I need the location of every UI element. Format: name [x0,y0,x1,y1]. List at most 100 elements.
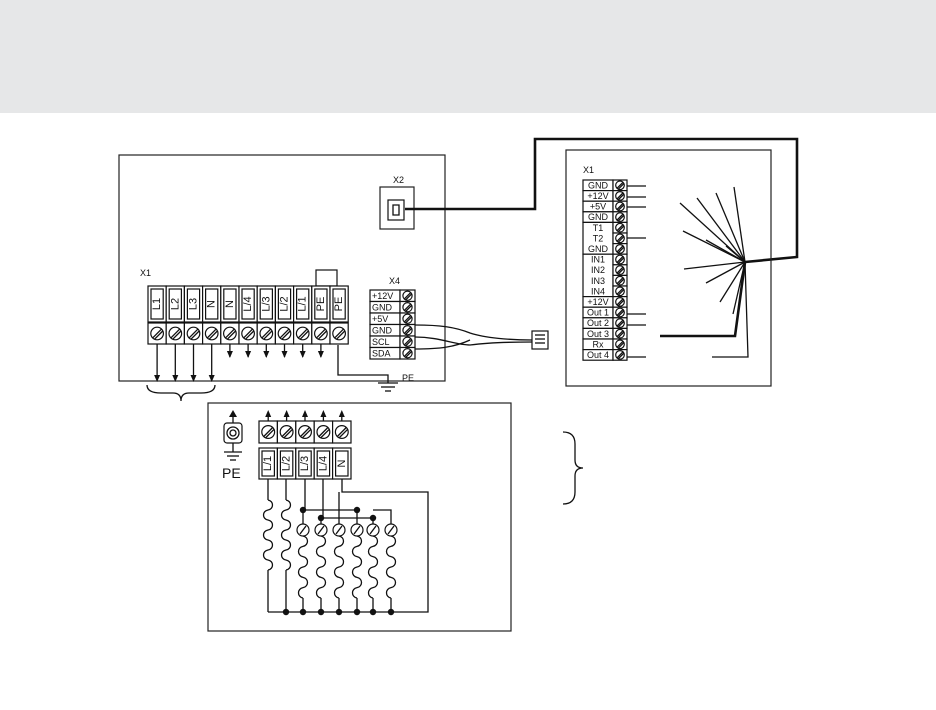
x2-label: X2 [393,175,404,185]
controller-x1-screw-terminal[interactable] [278,327,291,340]
junction-dot [300,507,306,513]
x4-terminal-label: GND [372,326,393,336]
controller-x1-terminal-label: L/1 [297,296,309,311]
heater-pe-label: PE [222,465,241,481]
heating-element-coil [369,536,378,598]
junction-dot [318,515,324,521]
module-terminal-label: IN4 [591,286,605,296]
module-screw-terminal[interactable] [616,266,625,275]
heating-element-coil [282,500,291,570]
junction-dot [354,507,360,513]
bus-cable-upper [415,325,532,340]
controller-x1-terminal-label: L/2 [279,296,291,311]
right-brace [563,432,583,504]
controller-x1-screw-terminal[interactable] [187,327,200,340]
module-screw-terminal[interactable] [616,287,625,296]
module-screw-terminal[interactable] [616,276,625,285]
module-terminal-label: T1 [593,223,604,233]
heater-screw-terminal[interactable] [317,426,330,439]
x4-screw-terminal[interactable] [403,314,412,323]
module-screw-terminal[interactable] [616,202,625,211]
x4-screw-terminal[interactable] [403,326,412,335]
module-screw-terminal[interactable] [616,340,625,349]
module-terminal-label: GND [588,180,609,190]
module-screw-terminal[interactable] [616,319,625,328]
controller-x1-terminal-label: L/3 [260,296,272,311]
module-screw-terminal[interactable] [616,223,625,232]
junction-dot [388,609,394,615]
module-terminal-block: GND+12V+5VGNDT1T2GNDIN1IN2IN3IN4+12VOut … [583,180,627,360]
controller-x1-terminal-label: L/4 [242,296,254,311]
heater-screw-terminal[interactable] [280,426,293,439]
module-screw-terminal[interactable] [616,255,625,264]
controller-x1-terminal-label: N [206,300,218,308]
heater-screw-terminal[interactable] [299,426,312,439]
module-terminal-label: GND [588,244,609,254]
pe-tab [316,270,337,286]
module-screw-terminal[interactable] [616,192,625,201]
controller-x1-screw-terminal[interactable] [224,327,237,340]
module-terminal-label: Out 4 [587,350,609,360]
controller-x1-arrows [154,344,324,382]
controller-x1-terminal-label: L1 [151,298,163,310]
heater-screw-terminal[interactable] [262,426,275,439]
heater-terminal-label: L/2 [281,456,293,471]
x4-screw-terminal[interactable] [403,291,412,300]
heater-screw-terminal[interactable] [335,426,348,439]
heater-box [208,403,511,631]
controller-x1-label-row: L1L2L3NNL/4L/3L/2L/1PEPE [148,286,348,322]
controller-x1-terminal-label: PE [333,297,345,312]
module-screw-terminal[interactable] [616,181,625,190]
controller-x1-terminal-label: L2 [169,298,181,310]
x4-screw-terminal[interactable] [403,337,412,346]
junction-dot [300,609,306,615]
module-screw-terminal[interactable] [616,298,625,307]
module-screw-terminal[interactable] [616,213,625,222]
controller-x1-screw-terminal[interactable] [296,327,309,340]
controller-x1-screw-terminal[interactable] [333,327,346,340]
controller-x1-terminal-label: PE [315,297,327,312]
module-screw-terminal[interactable] [616,351,625,360]
module-screw-terminal[interactable] [616,234,625,243]
controller-x1-screw-terminal[interactable] [242,327,255,340]
module-screw-terminal[interactable] [616,308,625,317]
module-terminal-label: +12V [587,297,608,307]
x4-terminal-label: SDA [372,349,391,359]
x4-screw-terminal[interactable] [403,303,412,312]
heating-element-coil [387,536,396,598]
controller-x1-screw-terminal[interactable] [260,327,273,340]
module-terminal-label: +12V [587,191,608,201]
controller-x1-screw-terminal[interactable] [315,327,328,340]
module-terminal-label: T2 [593,233,604,243]
x4-label: X4 [389,276,400,286]
controller-x1-screw-terminal[interactable] [205,327,218,340]
controller-x1-terminal-label: N [224,300,236,308]
module-terminal-label: Out 3 [587,329,609,339]
supply-brace [147,385,215,401]
heating-element-coil [317,536,326,598]
module-screw-terminal[interactable] [616,329,625,338]
bus-cable-lower [415,337,532,345]
sensor-wire-fan [660,187,748,357]
heating-element-coil [353,536,362,598]
module-terminal-label: IN3 [591,276,605,286]
pe-stud-arrow-icon [229,410,237,417]
heater-terminal-label: N [336,459,348,467]
controller-x1-screw-terminal[interactable] [169,327,182,340]
junction-dot [354,609,360,615]
module-leads [627,186,646,357]
module-terminal-label: IN2 [591,265,605,275]
heater-terminal-label: L/1 [262,456,274,471]
module-screw-terminal[interactable] [616,245,625,254]
heater-terminal-label: L/3 [299,456,311,471]
junction-dot [370,515,376,521]
junction-dot [370,609,376,615]
x4-terminal-label: GND [372,303,393,313]
module-terminal-label: +5V [590,202,606,212]
controller-x1-screw-terminal[interactable] [151,327,164,340]
x4-screw-terminal[interactable] [403,349,412,358]
module-x1-label: X1 [583,165,594,175]
module-terminal-label: Out 2 [587,318,609,328]
